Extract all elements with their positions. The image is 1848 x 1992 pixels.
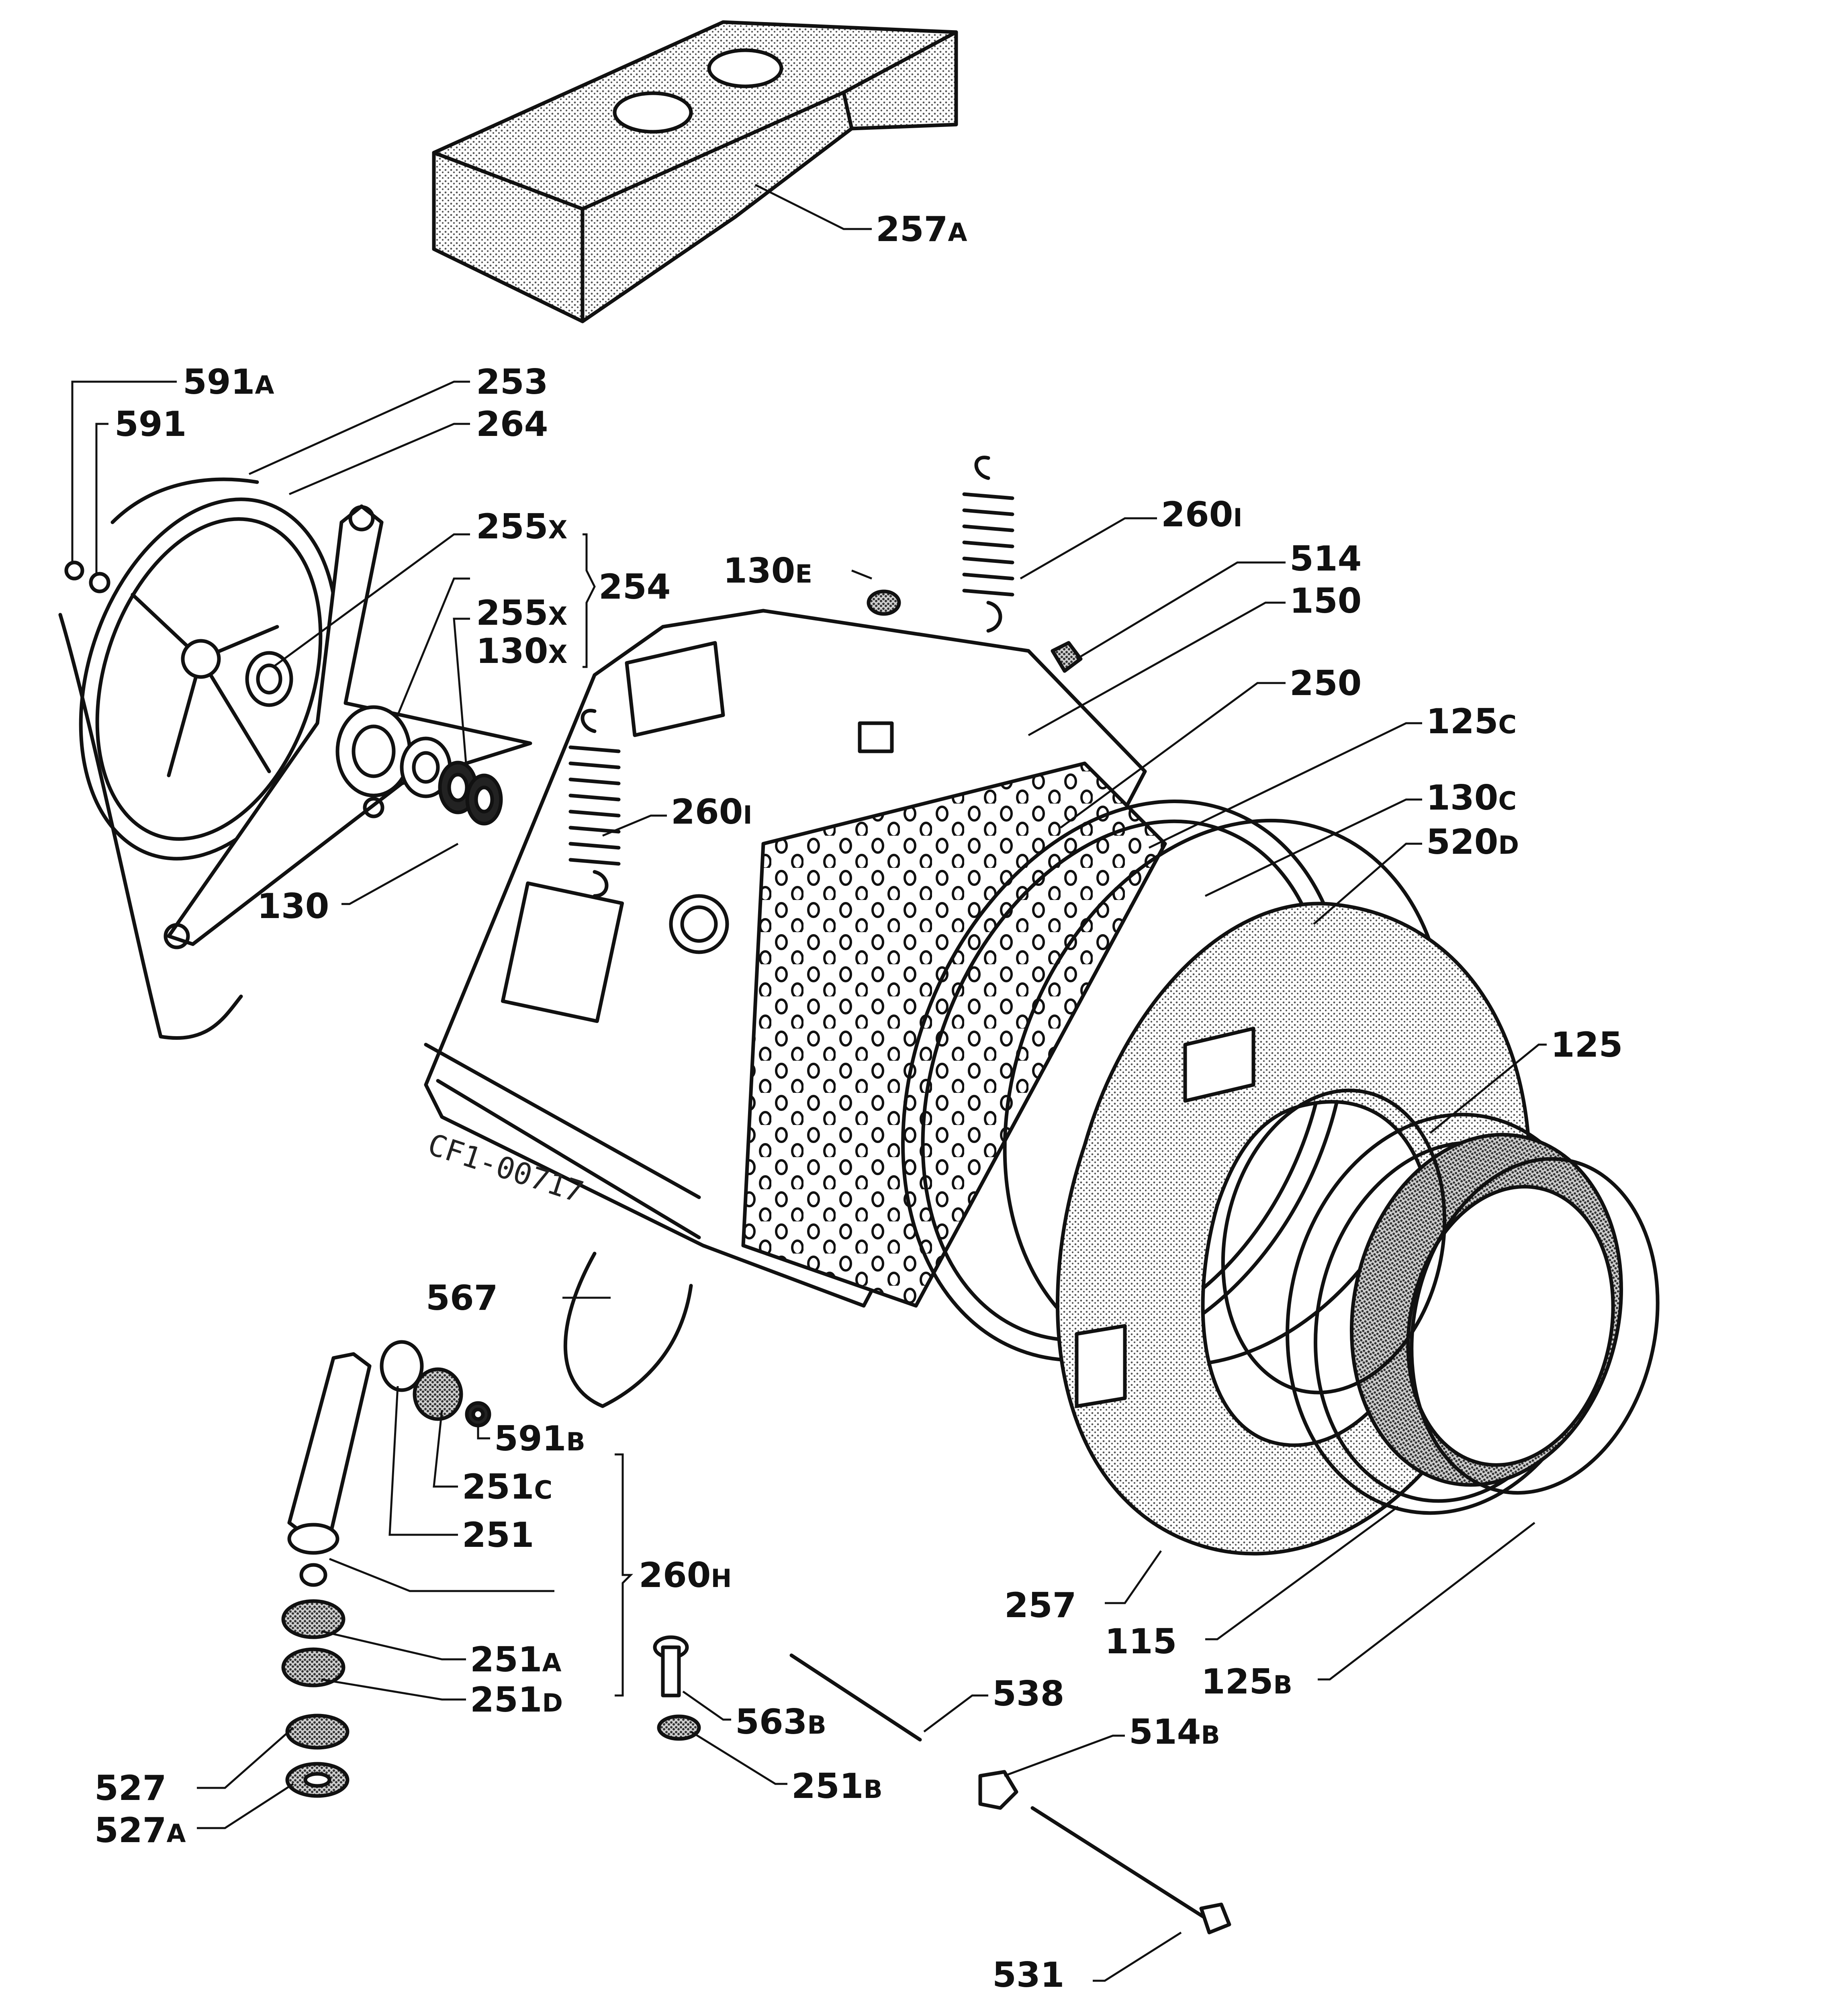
label-255x-upper: 255X: [476, 507, 567, 547]
inner-drum-part: [741, 761, 1167, 1308]
label-527: 527: [94, 1768, 167, 1808]
label-257: 257: [1004, 1585, 1077, 1626]
label-264: 264: [476, 404, 548, 444]
label-527a: 527A: [94, 1810, 186, 1851]
spring-right-part: [962, 456, 1014, 633]
label-253: 253: [476, 362, 548, 402]
label-255x-lower: 255X: [476, 593, 567, 633]
label-125b: 125B: [1201, 1662, 1292, 1702]
drain-bracket-part: [563, 1252, 693, 1408]
bearings-255x-part: [245, 651, 452, 798]
label-130e: 130E: [723, 551, 812, 591]
label-150: 150: [1290, 581, 1362, 621]
label-591: 591: [114, 404, 187, 444]
label-254: 254: [599, 567, 671, 607]
label-520d: 520D: [1426, 822, 1519, 862]
label-257a: 257A: [876, 209, 967, 250]
label-563b: 563B: [735, 1702, 826, 1742]
label-125: 125: [1551, 1025, 1623, 1065]
label-251c: 251C: [462, 1467, 552, 1507]
callout-lines: [71, 184, 1547, 1982]
label-514: 514: [1290, 539, 1362, 579]
bearing-bracket-part: [164, 504, 532, 949]
part-labels: 257A 591A 253 591 264 260I 255X 254 514 …: [94, 209, 1623, 1992]
damper-parts-251: [281, 1340, 491, 1798]
shock-absorber-part: [287, 1352, 372, 1555]
label-251: 251: [462, 1515, 534, 1555]
nut-514b-part: [978, 1770, 1018, 1810]
label-260i-lower: 260I: [671, 792, 752, 832]
long-bolt-531-part: [1030, 1806, 1231, 1935]
label-514b: 514B: [1129, 1712, 1220, 1752]
label-130: 130: [257, 886, 329, 926]
spring-left-part: [568, 709, 621, 898]
label-115: 115: [1105, 1622, 1177, 1662]
washers-591-part: [64, 560, 110, 593]
drive-belt-part: [58, 477, 259, 1040]
label-591a: 591A: [183, 362, 274, 402]
counterweight-top-part: [432, 20, 958, 323]
small-parts-top: [867, 589, 1083, 673]
ring-125-part: [1221, 1088, 1447, 1395]
label-125c: 125C: [1426, 701, 1517, 742]
label-250: 250: [1290, 663, 1362, 704]
label-538: 538: [992, 1674, 1065, 1714]
pin-538-part: [789, 1653, 922, 1742]
seal-clamp-ring-part: [1410, 1157, 1660, 1495]
label-591b: 591B: [494, 1419, 585, 1459]
label-251d: 251D: [470, 1680, 563, 1720]
bolt-563b-part: [653, 1635, 701, 1741]
label-531: 531: [992, 1955, 1065, 1992]
label-130x: 130X: [476, 631, 567, 671]
seals-130x-part: [438, 761, 503, 826]
label-567: 567: [426, 1278, 498, 1318]
label-251a: 251A: [470, 1640, 562, 1680]
label-260h: 260H: [639, 1555, 732, 1595]
label-260i-upper: 260I: [1161, 495, 1243, 535]
label-251b: 251B: [791, 1766, 883, 1806]
label-130c: 130C: [1426, 778, 1517, 818]
